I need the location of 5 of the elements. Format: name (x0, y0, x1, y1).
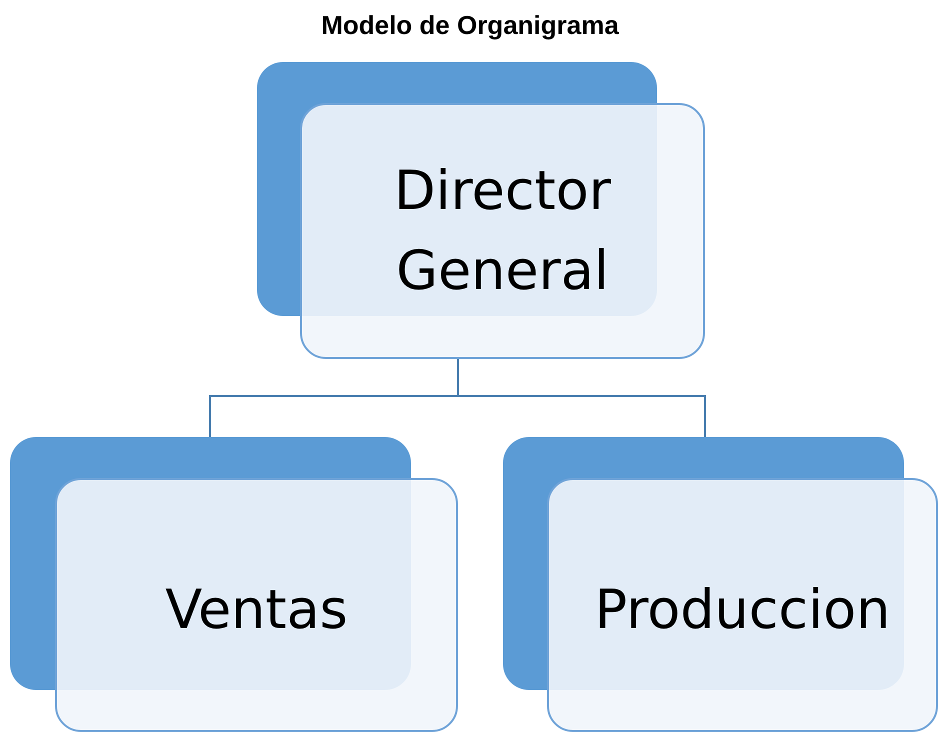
role-label: Produccion (594, 577, 890, 643)
role-label: Ventas (165, 577, 348, 643)
diagram-title: Modelo de Organigrama (320, 10, 620, 41)
connector-line (457, 359, 706, 437)
role-label: Director General (393, 158, 612, 304)
